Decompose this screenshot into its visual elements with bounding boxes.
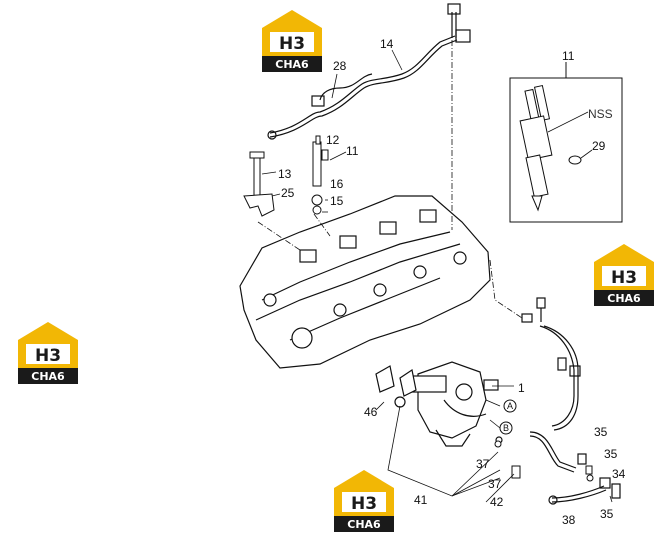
cylinder-head	[239, 195, 491, 369]
svg-text:H3: H3	[35, 346, 61, 366]
fuel-pipe-right	[521, 297, 621, 505]
svg-text:H3: H3	[351, 494, 377, 514]
callout-11: 11	[346, 144, 359, 158]
callout-34: 34	[612, 467, 626, 481]
svg-text:CHA6: CHA6	[31, 370, 65, 383]
leader-lines-bottom	[375, 401, 613, 503]
callout-25: 25	[281, 186, 295, 200]
nss-label: NSS	[588, 107, 613, 121]
svg-text:H3: H3	[611, 268, 637, 288]
callout-38: 38	[562, 513, 576, 527]
callout-29: 29	[592, 139, 606, 153]
svg-text:CHA6: CHA6	[275, 58, 309, 71]
callout-37-upper: 37	[476, 457, 490, 471]
ref-circle-b	[499, 421, 513, 435]
watermark-logo-bottom: H3 CHA6	[334, 470, 394, 532]
callout-41: 41	[414, 493, 428, 507]
callout-16: 16	[330, 177, 344, 191]
svg-text:CHA6: CHA6	[347, 518, 381, 531]
callout-1: 1	[518, 381, 525, 395]
injection-pump	[375, 361, 503, 447]
callout-11-inset: 11	[562, 49, 575, 63]
callout-46: 46	[364, 405, 378, 419]
injector-11	[311, 135, 329, 215]
ref-circle-a	[503, 399, 517, 413]
clamp-25	[243, 193, 275, 217]
callout-12: 12	[326, 133, 340, 147]
ref-letter-a: A	[507, 401, 513, 411]
bolt-13	[249, 151, 265, 197]
callout-35-top: 35	[594, 425, 608, 439]
fuel-pipe-14	[267, 3, 471, 140]
callout-35-mid: 35	[604, 447, 618, 461]
callout-28: 28	[333, 59, 347, 73]
callout-14: 14	[380, 37, 394, 51]
reference-lines	[257, 40, 523, 319]
watermark-logo-top: H3 CHA6	[262, 10, 322, 72]
callout-37-lower: 37	[488, 477, 502, 491]
callout-42: 42	[490, 495, 504, 509]
small-fittings	[494, 440, 594, 482]
injector-detail	[519, 84, 593, 212]
ref-letter-b: B	[503, 423, 509, 433]
svg-text:CHA6: CHA6	[607, 292, 641, 305]
callout-35-bottom: 35	[600, 507, 614, 521]
callout-15: 15	[330, 194, 344, 208]
callout-13: 13	[278, 167, 292, 181]
svg-text:H3: H3	[279, 34, 305, 54]
watermark-logo-left: H3 CHA6	[18, 322, 78, 384]
watermark-logo-right: H3 CHA6	[594, 244, 654, 306]
